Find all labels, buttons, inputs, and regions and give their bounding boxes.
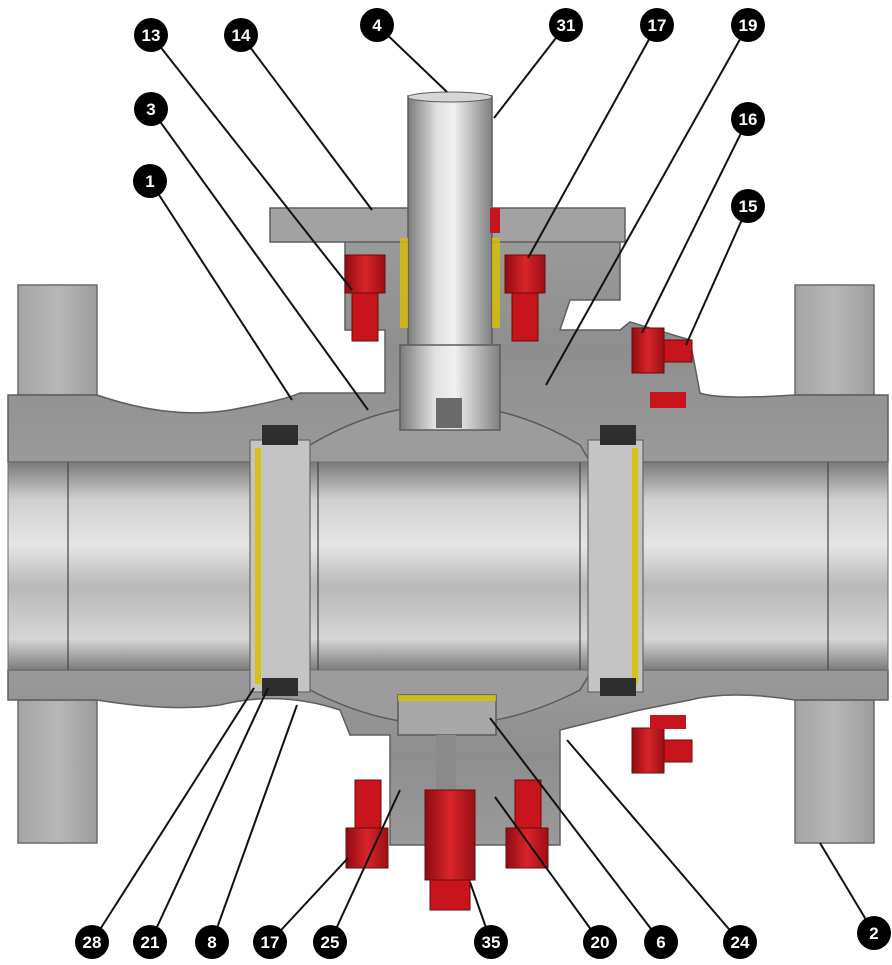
left-flange xyxy=(17,284,98,844)
callout-4: 4 xyxy=(360,8,394,42)
svg-text:21: 21 xyxy=(141,933,160,952)
svg-text:19: 19 xyxy=(739,16,758,35)
callout-17-bottom: 17 xyxy=(253,925,287,959)
callout-13: 13 xyxy=(134,18,168,52)
leader-lines xyxy=(91,24,875,943)
drain-plug xyxy=(424,789,476,911)
callout-15: 15 xyxy=(731,189,765,223)
callout-25: 25 xyxy=(313,925,347,959)
callout-19: 19 xyxy=(731,8,765,42)
svg-text:13: 13 xyxy=(142,26,161,45)
svg-text:28: 28 xyxy=(83,933,102,952)
right-flange xyxy=(794,284,875,844)
callout-1: 1 xyxy=(133,164,167,198)
svg-text:4: 4 xyxy=(372,16,382,35)
svg-text:8: 8 xyxy=(207,933,216,952)
callout-24: 24 xyxy=(723,925,757,959)
svg-text:25: 25 xyxy=(321,933,340,952)
callout-14: 14 xyxy=(224,18,258,52)
svg-text:3: 3 xyxy=(146,100,155,119)
callout-16: 16 xyxy=(731,102,765,136)
svg-text:17: 17 xyxy=(648,16,667,35)
callout-21: 21 xyxy=(133,925,167,959)
callout-17-top: 17 xyxy=(640,8,674,42)
body-studs-and-nuts xyxy=(631,327,693,774)
callout-20: 20 xyxy=(583,925,617,959)
downstream-seat-ring xyxy=(587,425,644,696)
svg-text:35: 35 xyxy=(482,933,501,952)
bonnet-bolts xyxy=(344,254,546,342)
svg-text:1: 1 xyxy=(145,172,154,191)
svg-text:15: 15 xyxy=(739,197,758,216)
svg-text:31: 31 xyxy=(557,16,576,35)
callout-31: 31 xyxy=(549,8,583,42)
callout-28: 28 xyxy=(75,925,109,959)
bottom-cover-bolts xyxy=(345,779,549,869)
callout-3: 3 xyxy=(134,92,168,126)
svg-text:6: 6 xyxy=(656,933,665,952)
ball xyxy=(299,404,596,726)
upstream-seat-ring xyxy=(249,425,311,696)
svg-text:24: 24 xyxy=(731,933,750,952)
svg-text:16: 16 xyxy=(739,110,758,129)
callout-2: 2 xyxy=(857,916,891,950)
lower-trunnion xyxy=(397,694,497,795)
svg-text:14: 14 xyxy=(232,26,251,45)
stem xyxy=(399,91,501,431)
svg-text:20: 20 xyxy=(591,933,610,952)
callout-8: 8 xyxy=(195,925,229,959)
callout-6: 6 xyxy=(644,925,678,959)
callout-35: 35 xyxy=(474,925,508,959)
svg-text:2: 2 xyxy=(869,924,878,943)
svg-text:17: 17 xyxy=(261,933,280,952)
